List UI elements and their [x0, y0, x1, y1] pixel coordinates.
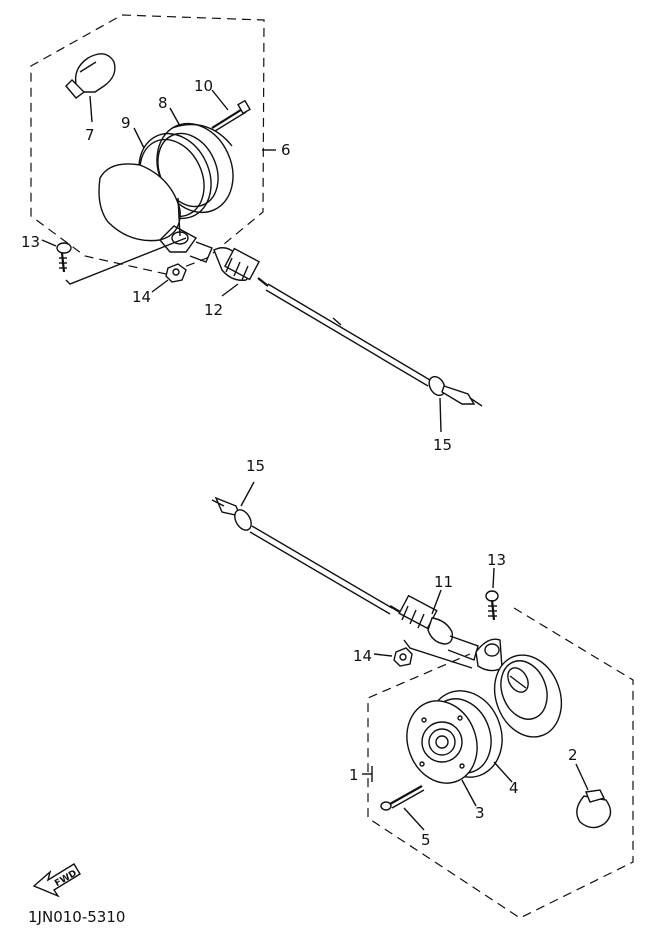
callout-12: 12	[204, 301, 223, 319]
callout-11: 11	[434, 573, 453, 591]
wire-connector-lower	[389, 589, 454, 645]
bulb-upper	[65, 53, 116, 123]
callout-7: 7	[85, 126, 95, 144]
stem-and-wire-upper	[189, 241, 431, 387]
grommet-connector-lower	[211, 481, 255, 531]
callout-8: 8	[158, 94, 168, 112]
callout-14-upper: 14	[132, 288, 151, 306]
callout-9: 9	[121, 114, 131, 132]
lower-assembly-boundary	[367, 607, 634, 919]
callout-1: 1	[349, 766, 359, 784]
callout-15-upper: 15	[433, 436, 452, 454]
callout-15-lower: 15	[246, 457, 265, 475]
grommet-connector-upper	[428, 375, 483, 433]
upper-flasher-assembly	[30, 14, 483, 433]
lower-flasher-assembly	[211, 481, 634, 919]
forward-direction-arrow: FWD	[32, 863, 81, 898]
callout-13-upper: 13	[21, 233, 40, 251]
lens-lower	[406, 700, 478, 807]
housing-lower	[493, 654, 563, 738]
callout-5: 5	[421, 831, 431, 849]
bulb-lower	[575, 763, 612, 829]
stem-lower	[403, 635, 503, 672]
mount-nut-upper	[151, 263, 187, 293]
lens-screw	[211, 89, 251, 132]
mount-bolt-upper	[41, 239, 72, 273]
drawing-code: 1JN010-5310	[28, 908, 125, 926]
callout-4: 4	[509, 779, 519, 797]
callout-10: 10	[194, 77, 213, 95]
callout-13-lower: 13	[487, 551, 506, 569]
mount-nut-lower	[373, 647, 413, 667]
callout-2: 2	[568, 746, 578, 764]
mount-bolt-lower	[485, 567, 499, 621]
lens-screw-lower	[380, 785, 425, 831]
housing-upper	[65, 163, 198, 285]
callout-14-lower: 14	[353, 647, 372, 665]
callout-6: 6	[281, 141, 291, 159]
callout-3: 3	[475, 804, 485, 822]
